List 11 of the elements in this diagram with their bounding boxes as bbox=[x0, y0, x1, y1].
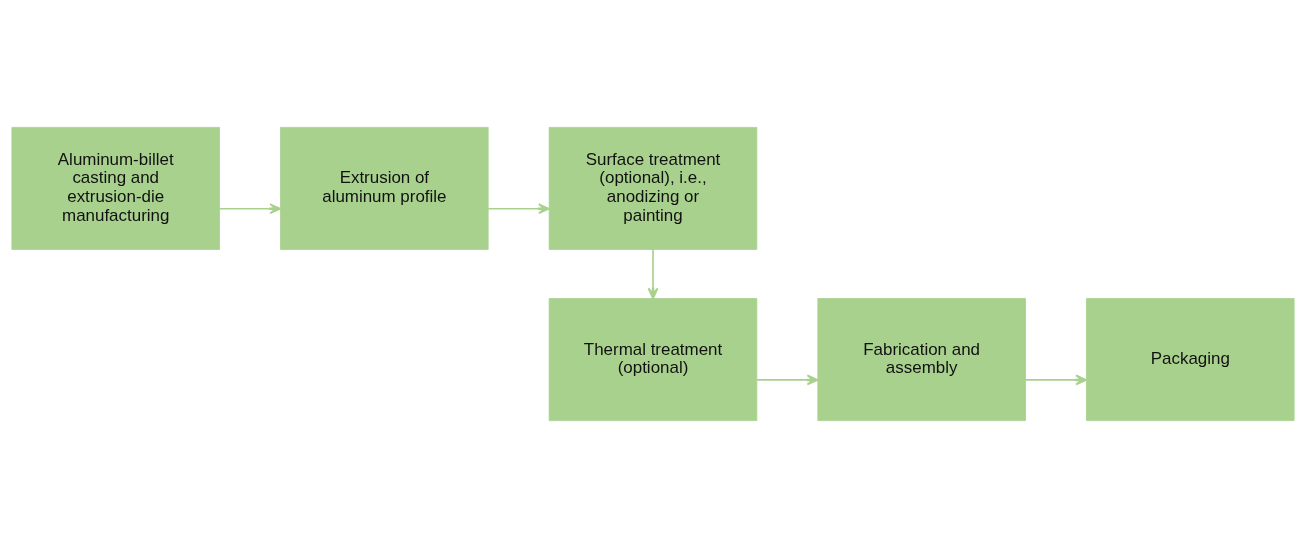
arrow bbox=[1024, 374, 1088, 386]
node-box: Extrusion of aluminum profile bbox=[280, 126, 489, 250]
node-box: Aluminum-billet casting and extrusion-die manufacturing bbox=[11, 126, 220, 250]
node-box: Fabrication and assembly bbox=[817, 298, 1026, 422]
arrow bbox=[487, 203, 550, 215]
node-box: Packaging bbox=[1086, 298, 1295, 422]
node-box: Surface treatment (optional), i.e., anodizing or painting bbox=[548, 126, 758, 250]
node-box: Thermal treatment (optional) bbox=[548, 298, 758, 422]
arrow bbox=[647, 248, 659, 300]
arrow bbox=[218, 203, 282, 215]
arrow bbox=[756, 374, 819, 386]
